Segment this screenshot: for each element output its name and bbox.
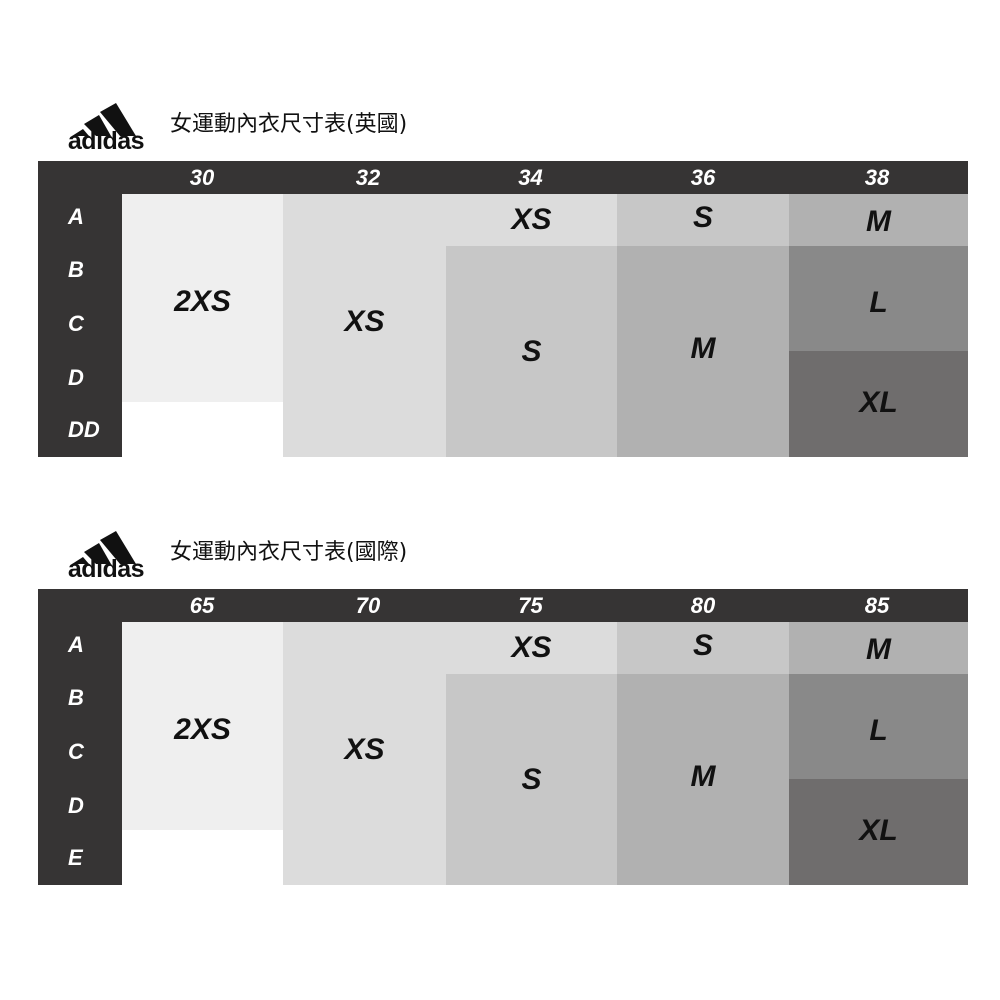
- size-label: S: [692, 201, 713, 234]
- size-label: S: [521, 763, 542, 796]
- size-region-m: [617, 246, 789, 457]
- size-region-l: [789, 246, 968, 351]
- cup-size-column: [38, 622, 122, 885]
- band-size-header: [38, 589, 968, 622]
- size-region-s: [446, 246, 617, 457]
- size-region-xl: [789, 351, 968, 457]
- cup-size-label: C: [68, 311, 84, 336]
- chart-title: 女運動內衣尺寸表(國際): [170, 540, 408, 565]
- size-label: M: [866, 633, 891, 666]
- size-chart-intl: adidas 女運動內衣尺寸表(國際) 65 70 75 80 85 A B C…: [0, 524, 1000, 885]
- cup-size-label: D: [68, 365, 84, 390]
- cup-size-label: B: [68, 257, 84, 282]
- size-region-m: [789, 194, 968, 246]
- size-region-xs: [446, 622, 617, 674]
- size-region-xs: [283, 194, 446, 457]
- band-size-label: 85: [864, 593, 890, 618]
- size-region-2xs: [122, 194, 283, 402]
- band-size-label: 80: [690, 593, 716, 618]
- band-size-label: 34: [518, 165, 543, 190]
- cup-size-label: B: [68, 685, 84, 710]
- size-label: M: [866, 205, 891, 238]
- size-region-m: [617, 674, 789, 885]
- size-label: XS: [344, 733, 385, 766]
- cup-size-label: D: [68, 793, 84, 818]
- size-label: 2XS: [174, 285, 231, 318]
- band-size-label: 32: [355, 165, 381, 190]
- cup-size-column: [38, 194, 122, 457]
- size-label: 2XS: [174, 713, 231, 746]
- size-label: M: [690, 760, 716, 793]
- cup-size-label: C: [68, 739, 84, 764]
- size-label: L: [869, 714, 888, 747]
- size-region-s: [446, 674, 617, 885]
- adidas-wordmark: adidas: [67, 555, 145, 583]
- size-label: S: [521, 335, 542, 368]
- adidas-stripes-icon: [72, 103, 136, 136]
- size-region-s: [617, 622, 789, 674]
- size-label: XS: [511, 203, 552, 236]
- size-region-xs: [283, 622, 446, 885]
- size-label: S: [692, 629, 713, 662]
- size-region-xs: [446, 194, 617, 246]
- size-label: M: [690, 332, 716, 365]
- size-region-m: [789, 622, 968, 674]
- size-region-2xs: [122, 622, 283, 830]
- size-table: 65 70 75 80 85 A B C D E 2XS XS XS S S M…: [38, 589, 968, 885]
- band-size-header: [38, 161, 968, 194]
- adidas-wordmark: adidas: [67, 127, 145, 155]
- adidas-stripes-icon: [72, 531, 136, 564]
- size-label: XL: [859, 814, 898, 847]
- cup-size-label: A: [68, 632, 84, 657]
- size-region-l: [789, 674, 968, 779]
- band-size-label: 38: [864, 165, 890, 190]
- adidas-logo: adidas: [60, 524, 152, 586]
- cup-size-label: E: [68, 845, 83, 870]
- size-table: 30 32 34 36 38 A B C D DD 2XS XS XS S S …: [38, 161, 968, 457]
- cup-size-label: A: [68, 204, 84, 229]
- band-size-label: 65: [189, 593, 215, 618]
- band-size-label: 36: [690, 165, 716, 190]
- band-size-label: 75: [518, 593, 543, 618]
- size-region-s: [617, 194, 789, 246]
- size-label: XL: [859, 386, 898, 419]
- size-label: XS: [344, 305, 385, 338]
- size-label: L: [869, 286, 888, 319]
- chart-title: 女運動內衣尺寸表(英國): [170, 112, 408, 137]
- size-region-xl: [789, 779, 968, 885]
- cup-size-label: DD: [68, 417, 100, 442]
- adidas-logo: adidas: [60, 96, 152, 158]
- band-size-label: 70: [355, 593, 381, 618]
- size-label: XS: [511, 631, 552, 664]
- band-size-label: 30: [189, 165, 215, 190]
- size-chart-uk: adidas 女運動內衣尺寸表(英國) 30 32 34 36 38 A B C…: [0, 96, 1000, 457]
